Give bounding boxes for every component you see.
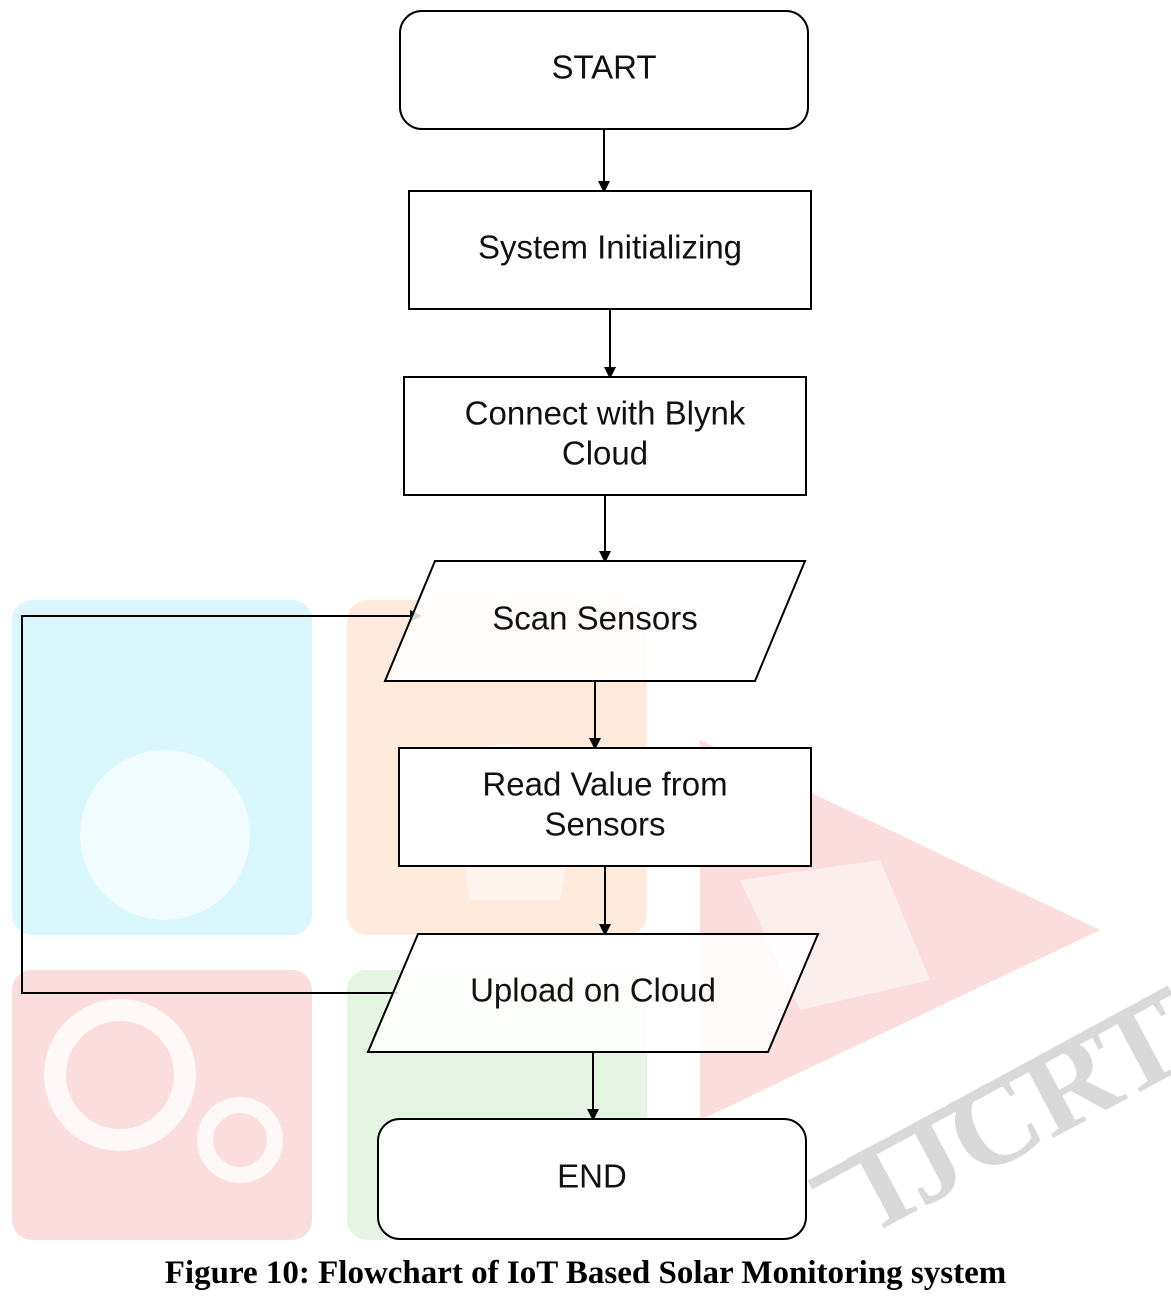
node-scan-shape xyxy=(383,560,807,682)
node-scan-label: Scan Sensors xyxy=(492,600,697,637)
node-end-label: END xyxy=(557,1158,627,1195)
node-read-label: Sensors xyxy=(544,806,665,843)
gear-icon xyxy=(44,999,196,1151)
small-gear-icon xyxy=(197,1097,283,1183)
node-upload-shape xyxy=(366,933,820,1053)
node-read-shape xyxy=(398,747,812,867)
flowchart-edges xyxy=(21,129,616,1121)
node-start: START xyxy=(399,10,809,130)
node-end-shape xyxy=(377,1118,807,1240)
node-connect-label: Connect with Blynk xyxy=(465,395,746,432)
figure-caption: Figure 10: Flowchart of IoT Based Solar … xyxy=(164,1255,1007,1291)
node-upload-label: Upload on Cloud xyxy=(470,972,716,1009)
node-init-label: System Initializing xyxy=(478,229,742,266)
node-upload: Upload on Cloud xyxy=(366,933,820,1053)
node-init-shape xyxy=(408,190,812,310)
node-start-shape xyxy=(399,10,809,130)
cloud-icon xyxy=(80,750,250,920)
node-connect-shape xyxy=(403,376,807,496)
node-init: System Initializing xyxy=(408,190,812,310)
loop-back-arrow xyxy=(21,610,422,994)
node-scan: Scan Sensors xyxy=(383,560,807,682)
node-read-label: Read Value from xyxy=(482,766,727,803)
node-connect-label: Cloud xyxy=(562,435,648,472)
watermark-diagonal-line xyxy=(807,985,1171,1190)
node-start-label: START xyxy=(551,49,656,86)
node-end: END xyxy=(377,1118,807,1240)
